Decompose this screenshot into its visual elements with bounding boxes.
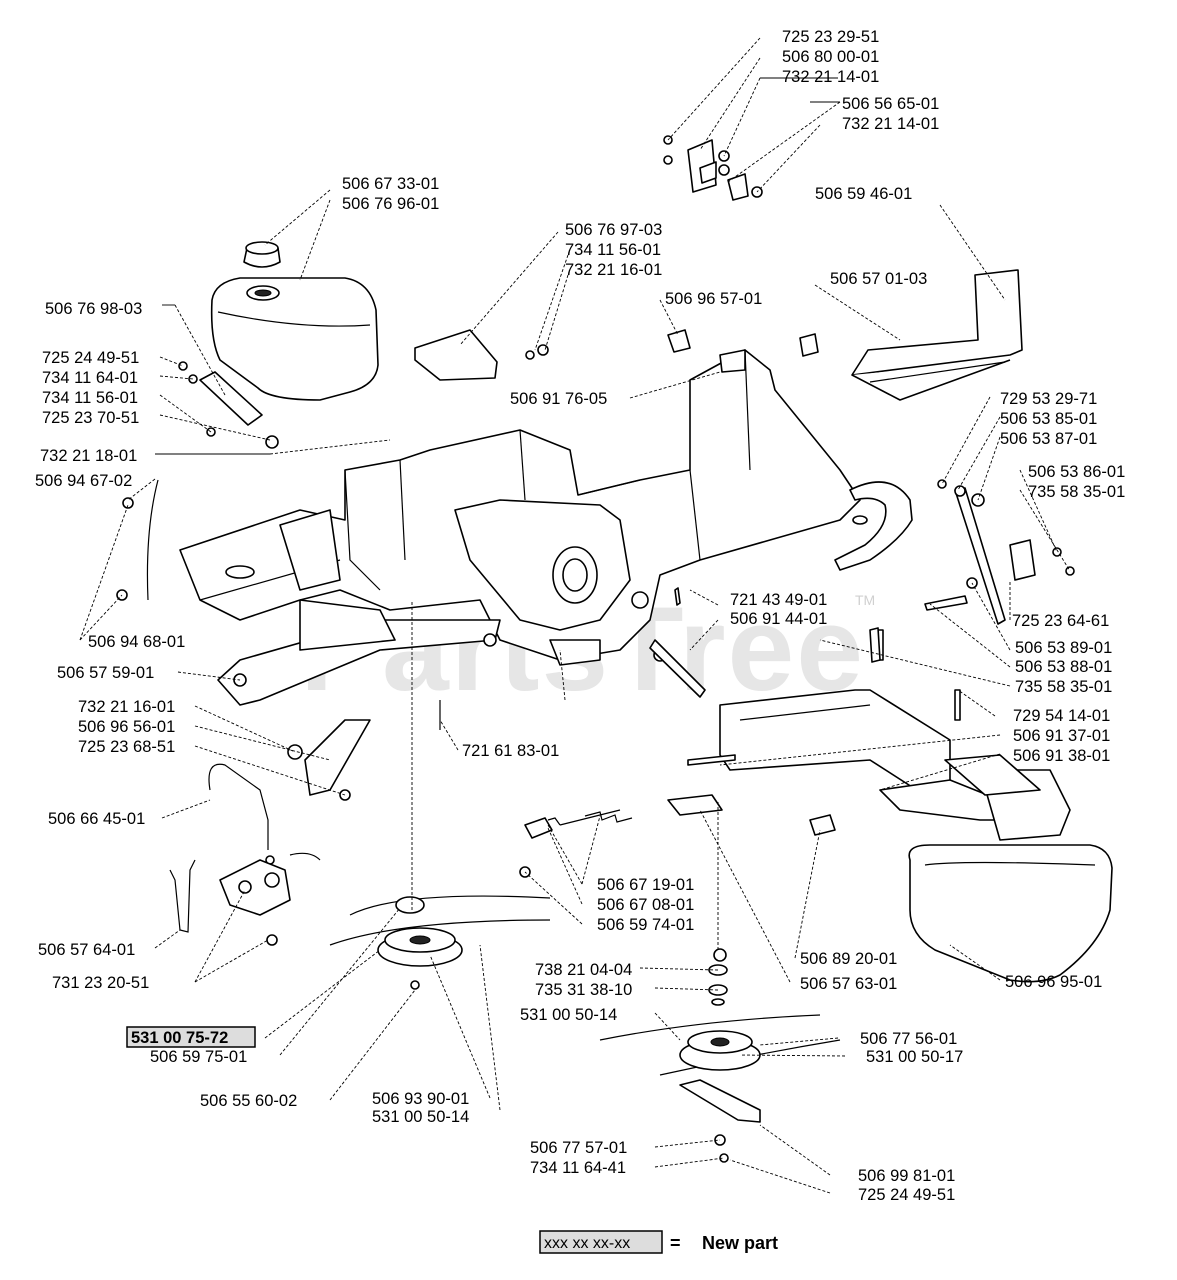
part-label: 506 57 64-01 [38,941,135,959]
part-label: 725 23 29-51 [782,28,879,46]
part-label: 506 77 56-01 [860,1030,957,1048]
fuel-line [146,479,159,601]
part-label: 506 89 20-01 [800,950,897,968]
part-label: 506 93 90-01 [372,1090,469,1108]
part-label: 735 58 35-01 [1028,483,1125,501]
part-label-new: 531 00 75-72 [131,1029,228,1047]
fuel-tank [210,241,379,401]
part-label: 734 11 64-01 [42,369,138,387]
part-label: 506 53 85-01 [1000,410,1097,428]
brake-linkage [924,479,1075,625]
part-label: 506 94 68-01 [88,633,185,651]
watermark-trademark: TM [855,592,875,608]
spring-link [547,809,621,826]
part-label: 734 11 56-01 [565,241,661,259]
part-label: 506 96 95-01 [1005,973,1102,991]
part-label: 725 24 49-51 [42,349,139,367]
part-label: 506 67 08-01 [597,896,694,914]
part-label: 725 24 49-51 [858,1186,955,1204]
part-label: 506 57 01-03 [830,270,927,288]
clip [667,329,691,353]
belt-guard [687,629,1071,841]
part-label: 506 56 65-01 [842,95,939,113]
tank-strap [199,371,263,426]
left-pulley [377,896,463,990]
tank-mount-bracket [414,329,498,381]
part-label: 506 53 86-01 [1028,463,1125,481]
idler-arm [219,859,291,916]
part-label: 506 59 74-01 [597,916,694,934]
legend: xxx xx xx-xx = New part [539,1230,778,1254]
part-label: 721 43 49-01 [730,591,827,609]
part-label: 735 31 38-10 [535,981,632,999]
part-label: 734 11 56-01 [42,389,138,407]
part-label: 506 53 88-01 [1015,658,1112,676]
part-label: 506 53 87-01 [1000,430,1097,448]
part-label: 506 91 76-05 [510,390,607,408]
part-label: 738 21 04-04 [535,961,632,979]
part-label: 531 00 50-14 [520,1006,617,1024]
part-label: 732 21 14-01 [782,68,879,86]
part-label: 506 91 37-01 [1013,727,1110,745]
part-label: 506 94 67-02 [35,472,132,490]
part-label: 506 99 81-01 [858,1167,955,1185]
part-label: 725 23 70-51 [42,409,139,427]
part-label: 506 57 63-01 [800,975,897,993]
part-label: 506 91 38-01 [1013,747,1110,765]
guard-plate [304,719,371,796]
part-label: 735 58 35-01 [1015,678,1112,696]
seat [799,269,1023,401]
part-label: 732 21 14-01 [842,115,939,133]
part-label: 725 23 64-61 [1012,612,1109,630]
part-label: 506 96 56-01 [78,718,175,736]
part-label: 506 91 44-01 [730,610,827,628]
part-label: 506 59 46-01 [815,185,912,203]
part-label: 506 77 57-01 [530,1139,627,1157]
legend-equals: = [670,1233,681,1253]
main-frame [179,349,913,706]
part-label: 506 57 59-01 [57,664,154,682]
j-hook [208,763,269,850]
part-label: 731 23 20-51 [52,974,149,992]
right-pulley [679,948,761,1163]
part-label: 531 00 50-14 [372,1108,469,1126]
part-label: 506 76 98-03 [45,300,142,318]
part-label: 531 00 50-17 [866,1048,963,1066]
part-label: 506 67 19-01 [597,876,694,894]
part-label: 732 21 16-01 [78,698,175,716]
part-label: 732 21 16-01 [565,261,662,279]
part-label: 506 59 75-01 [150,1048,247,1066]
legend-sample: xxx xx xx-xx [544,1235,630,1252]
part-label: 734 11 64-41 [530,1159,626,1177]
part-label: 506 67 33-01 [342,175,439,193]
drawing [116,135,1113,1163]
part-label: 732 21 18-01 [40,447,137,465]
part-label: 506 76 96-01 [342,195,439,213]
part-label: 729 53 29-71 [1000,390,1097,408]
leader-lines [79,37,1071,1194]
hinge-bracket [663,135,763,201]
pivot-pin [649,639,706,698]
side-cover [908,844,1113,983]
part-label: 725 23 68-51 [78,738,175,756]
part-labels: 725 23 29-51 506 80 00-01 732 21 14-01 5… [35,28,1125,1204]
part-label: 506 66 45-01 [48,810,145,828]
new-part-highlight [126,1026,256,1048]
part-label: 721 61 83-01 [462,742,559,760]
part-label: 506 80 00-01 [782,48,879,66]
legend-text: New part [702,1233,778,1253]
part-label: 729 54 14-01 [1013,707,1110,725]
part-label: 506 96 57-01 [665,290,762,308]
legend-sample-box [539,1230,663,1254]
part-label: 506 55 60-02 [200,1092,297,1110]
part-label: 506 76 97-03 [565,221,662,239]
part-label: 506 53 89-01 [1015,639,1112,657]
